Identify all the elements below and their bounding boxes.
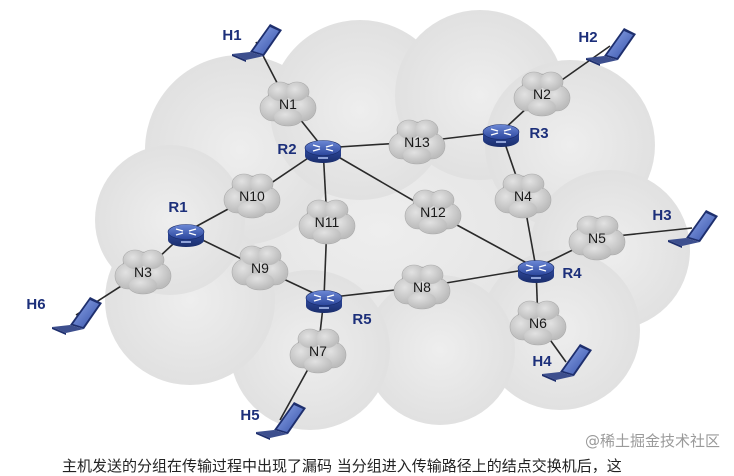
network-cloud-n9: N9: [231, 245, 289, 291]
laptop-icon: [52, 297, 102, 335]
host-label-h6: H6: [26, 296, 45, 313]
host-label-h3: H3: [652, 207, 671, 224]
laptop-icon: [586, 28, 636, 66]
network-label-n7: N7: [309, 343, 327, 359]
network-label-n2: N2: [533, 86, 551, 102]
laptop-icon: [256, 402, 306, 440]
router-icon: [167, 224, 205, 247]
laptop-icon: [542, 344, 592, 382]
network-label-n11: N11: [315, 214, 340, 230]
router-label-r5: R5: [352, 311, 371, 328]
host-label-h1: H1: [222, 27, 241, 44]
router-icon: [517, 260, 555, 283]
router-r4: R4: [517, 260, 582, 283]
router-icon: [482, 124, 520, 147]
network-label-n1: N1: [279, 96, 297, 112]
watermark: @稀土掘金技术社区: [584, 432, 720, 450]
network-cloud-n2: N2: [513, 71, 571, 117]
network-cloud-n5: N5: [568, 215, 626, 261]
network-label-n3: N3: [134, 264, 152, 280]
network-cloud-n13: N13: [388, 119, 446, 165]
network-cloud-n7: N7: [289, 328, 347, 374]
host-h4: H4: [532, 344, 592, 382]
router-r1: R1: [167, 199, 205, 247]
network-label-n10: N10: [239, 188, 265, 204]
network-cloud-n11: N11: [298, 199, 356, 245]
router-label-r1: R1: [168, 199, 187, 216]
network-label-n6: N6: [529, 315, 547, 331]
network-cloud-n4: N4: [494, 173, 552, 219]
network-cloud-n3: N3: [114, 249, 172, 295]
router-label-r2: R2: [277, 141, 296, 158]
router-r2: R2: [277, 140, 342, 163]
network-label-n13: N13: [404, 134, 430, 150]
network-cloud-n1: N1: [259, 81, 317, 127]
router-label-r3: R3: [529, 125, 548, 142]
host-h5: H5: [240, 402, 306, 440]
host-h2: H2: [578, 28, 636, 66]
network-cloud-n10: N10: [223, 173, 281, 219]
router-icon: [304, 140, 342, 163]
host-h3: H3: [652, 207, 718, 248]
router-label-r4: R4: [562, 265, 582, 282]
host-h6: H6: [26, 296, 102, 335]
router-r3: R3: [482, 124, 549, 147]
router-icon: [305, 290, 343, 313]
host-label-h5: H5: [240, 407, 259, 424]
host-h1: H1: [222, 24, 282, 62]
router-r5: R5: [305, 290, 372, 328]
network-label-n12: N12: [420, 204, 446, 220]
laptop-icon: [668, 210, 718, 248]
network-label-n4: N4: [514, 188, 532, 204]
host-label-h4: H4: [532, 353, 552, 370]
network-label-n8: N8: [413, 279, 431, 295]
host-label-h2: H2: [578, 29, 597, 46]
network-cloud-n6: N6: [509, 300, 567, 346]
network-cloud-n8: N8: [393, 264, 451, 310]
network-label-n5: N5: [588, 230, 606, 246]
network-cloud-n12: N12: [404, 189, 462, 235]
laptop-icon: [232, 24, 282, 62]
network-label-n9: N9: [251, 260, 269, 276]
